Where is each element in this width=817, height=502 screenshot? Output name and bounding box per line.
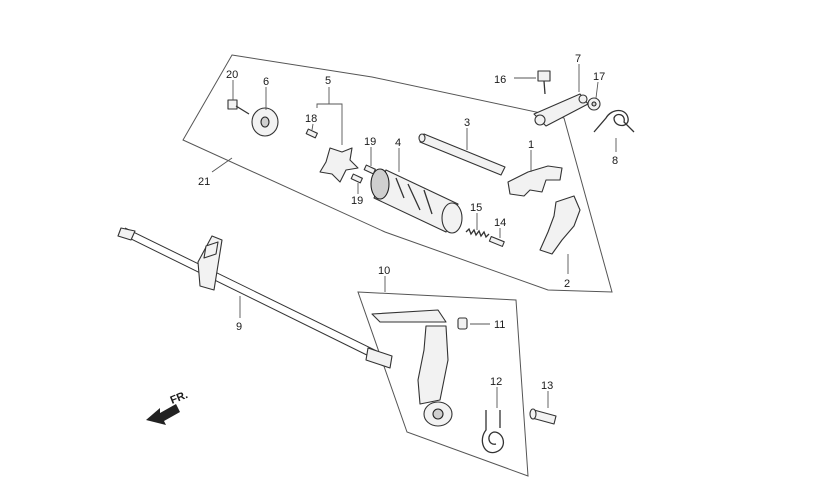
callout-5: 5 xyxy=(325,75,331,87)
front-label: FR. xyxy=(169,389,190,407)
return-spring-12 xyxy=(481,410,504,454)
pin-14 xyxy=(488,235,505,247)
shift-arm-assembly-outline xyxy=(357,291,529,477)
callout-11: 11 xyxy=(494,319,505,331)
callout-10: 10 xyxy=(378,265,390,277)
stopper-washer xyxy=(251,107,279,137)
shift-fork-rod xyxy=(418,133,506,176)
callout-7: 7 xyxy=(575,53,581,65)
stopper-spring-8 xyxy=(593,109,635,133)
front-arrow-icon xyxy=(146,404,180,425)
callout-13: 13 xyxy=(541,380,553,392)
leader-17 xyxy=(595,81,599,99)
leader-21 xyxy=(211,157,233,173)
callout-19a: 19 xyxy=(364,136,376,148)
dowel-pin-19-upper xyxy=(363,164,376,175)
gearshift-spindle xyxy=(117,227,393,369)
shift-drum xyxy=(370,168,463,234)
callout-8: 8 xyxy=(612,155,618,167)
dowel-pin-18 xyxy=(305,128,318,139)
washer-17 xyxy=(587,97,601,111)
leader-5 xyxy=(316,103,343,145)
spring-15 xyxy=(465,227,490,239)
stopper-bolt xyxy=(227,99,250,115)
callout-14: 14 xyxy=(494,217,506,229)
callout-20: 20 xyxy=(226,69,238,81)
callout-21: 21 xyxy=(198,176,210,188)
callout-12: 12 xyxy=(490,376,502,388)
callout-16: 16 xyxy=(494,74,506,86)
shift-fork-1 xyxy=(507,165,563,197)
return-spring-pin-13 xyxy=(529,408,557,425)
leader-18 xyxy=(311,123,314,131)
dowel-pin-19-lower xyxy=(350,173,363,184)
gearshift-arm-10 xyxy=(371,309,453,427)
front-direction-indicator: FR. xyxy=(146,389,190,425)
callout-18: 18 xyxy=(305,113,317,125)
callout-3: 3 xyxy=(464,117,470,129)
callout-1: 1 xyxy=(528,139,534,151)
callout-2: 2 xyxy=(564,278,570,290)
collar-11 xyxy=(457,317,468,330)
callout-15: 15 xyxy=(470,202,482,214)
stopper-arm-bolt-16 xyxy=(537,70,551,95)
callout-19b: 19 xyxy=(351,195,363,207)
callout-17: 17 xyxy=(593,71,605,83)
callout-6: 6 xyxy=(263,76,269,88)
drum-stopper-star-plate xyxy=(319,147,359,183)
callout-4: 4 xyxy=(395,137,401,149)
stopper-arm-7 xyxy=(533,93,589,127)
upper-assembly-outline xyxy=(182,54,613,293)
shift-fork-2 xyxy=(539,195,581,255)
callout-9: 9 xyxy=(236,321,242,333)
